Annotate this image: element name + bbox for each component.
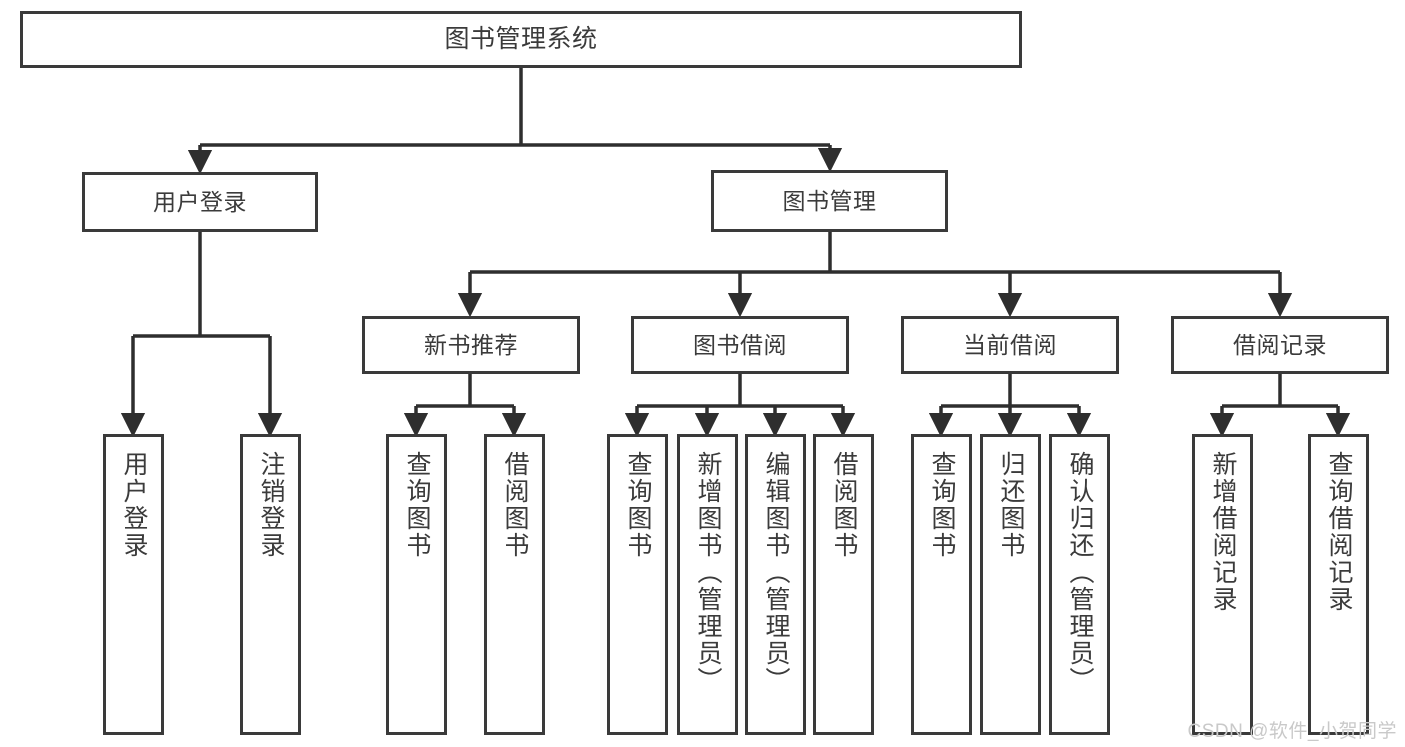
leaf-query-book-current[interactable]: 查询图书 bbox=[911, 434, 972, 735]
leaf-add-book-admin[interactable]: 新增图书（管理员） bbox=[677, 434, 738, 735]
watermark: CSDN @软件_小贺同学 bbox=[1187, 721, 1397, 742]
leaf-borrow-book-new[interactable]: 借阅图书 bbox=[484, 434, 545, 735]
node-label: 新增借阅记录 bbox=[1209, 451, 1237, 613]
node-label: 图书管理 bbox=[782, 187, 877, 214]
node-label: 当前借阅 bbox=[963, 331, 1057, 358]
node-label: 新书推荐 bbox=[424, 331, 518, 358]
node-label: 新增图书（管理员） bbox=[694, 451, 722, 694]
node-label: 确认归还（管理员） bbox=[1066, 451, 1094, 694]
node-root-system[interactable]: 图书管理系统 bbox=[20, 11, 1022, 68]
node-user-login[interactable]: 用户登录 bbox=[82, 172, 318, 232]
node-current-borrow[interactable]: 当前借阅 bbox=[901, 316, 1119, 374]
leaf-user-login[interactable]: 用户登录 bbox=[103, 434, 164, 735]
node-label: 借阅图书 bbox=[830, 451, 858, 559]
node-label: 查询图书 bbox=[403, 451, 431, 559]
node-label: 查询图书 bbox=[928, 451, 956, 559]
node-label: 借阅图书 bbox=[501, 451, 529, 559]
node-label: 查询借阅记录 bbox=[1325, 451, 1353, 613]
leaf-add-borrow-record[interactable]: 新增借阅记录 bbox=[1192, 434, 1253, 735]
node-label: 归还图书 bbox=[997, 451, 1025, 559]
leaf-edit-book-admin[interactable]: 编辑图书（管理员） bbox=[745, 434, 806, 735]
node-label: 借阅记录 bbox=[1233, 331, 1327, 358]
leaf-logout[interactable]: 注销登录 bbox=[240, 434, 301, 735]
node-label: 图书管理系统 bbox=[444, 25, 598, 53]
node-book-management[interactable]: 图书管理 bbox=[711, 170, 948, 232]
leaf-return-book[interactable]: 归还图书 bbox=[980, 434, 1041, 735]
leaf-confirm-return-admin[interactable]: 确认归还（管理员） bbox=[1049, 434, 1110, 735]
node-label: 用户登录 bbox=[120, 451, 148, 559]
node-book-borrow[interactable]: 图书借阅 bbox=[631, 316, 849, 374]
leaf-query-borrow-record[interactable]: 查询借阅记录 bbox=[1308, 434, 1369, 735]
node-borrow-record[interactable]: 借阅记录 bbox=[1171, 316, 1389, 374]
leaf-query-book-new[interactable]: 查询图书 bbox=[386, 434, 447, 735]
node-label: 注销登录 bbox=[257, 451, 285, 559]
node-label: 用户登录 bbox=[153, 188, 247, 215]
node-new-book-recommend[interactable]: 新书推荐 bbox=[362, 316, 580, 374]
leaf-borrow-book[interactable]: 借阅图书 bbox=[813, 434, 874, 735]
node-label: 查询图书 bbox=[624, 451, 652, 559]
node-label: 图书借阅 bbox=[693, 331, 787, 358]
leaf-query-book-borrow[interactable]: 查询图书 bbox=[607, 434, 668, 735]
node-label: 编辑图书（管理员） bbox=[762, 451, 790, 694]
